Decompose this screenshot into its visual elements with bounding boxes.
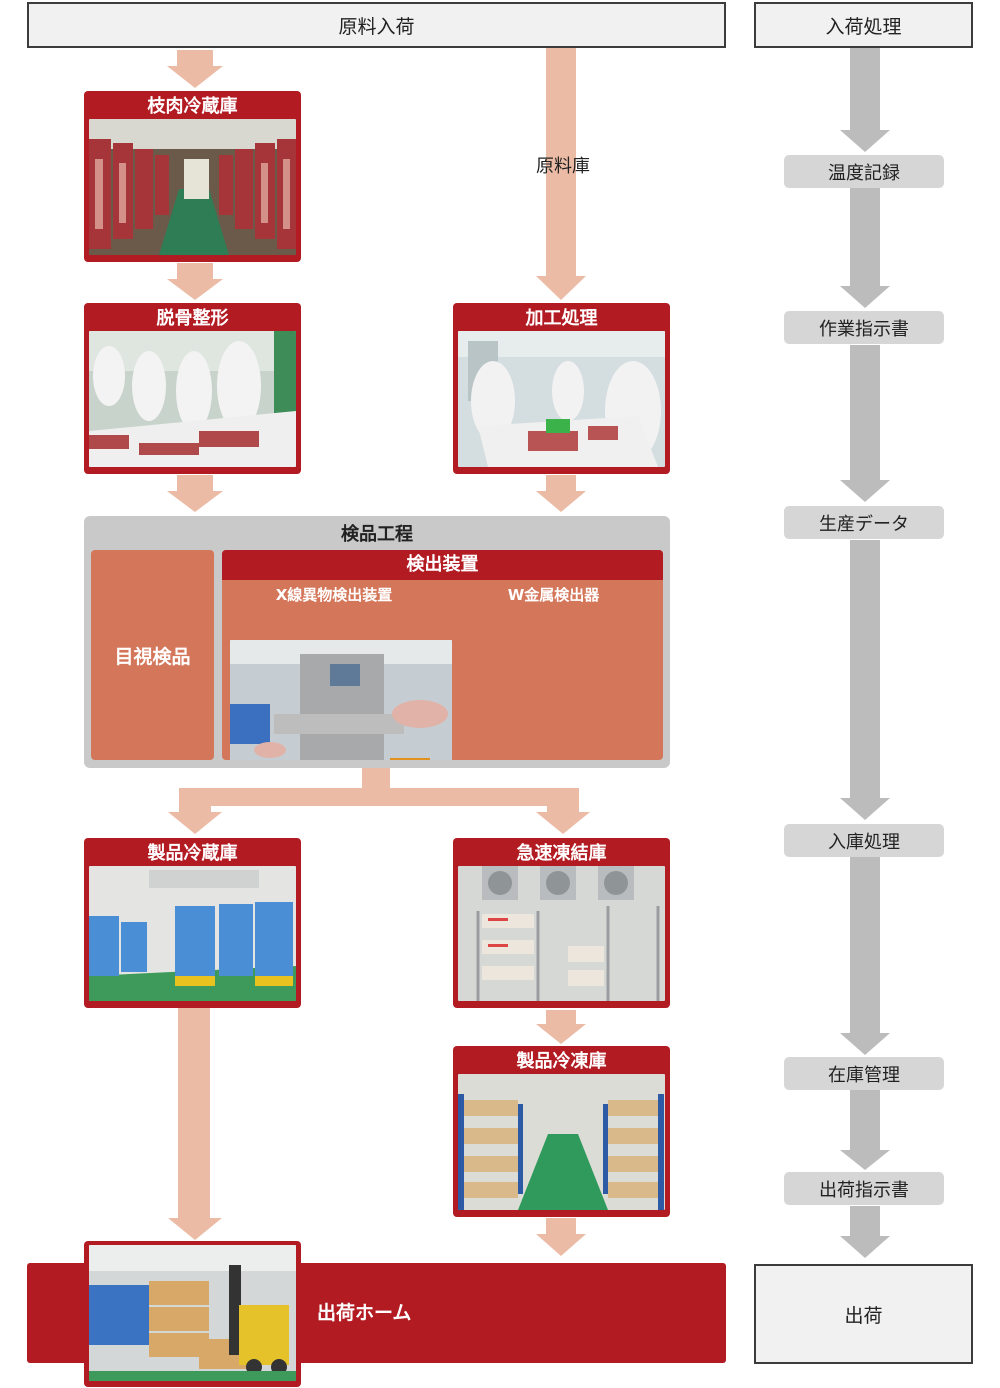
record-shipping-instruction: 出荷指示書 [784, 1172, 944, 1205]
record-inventory: 在庫管理 [784, 1057, 944, 1090]
raw-material-arrival-bar: 原料入荷 [27, 2, 726, 48]
product-freezer-title: 製品冷凍庫 [516, 1051, 607, 1072]
product-fridge-card: 製品冷蔵庫 [84, 838, 301, 1008]
record-work-instruction: 作業指示書 [784, 311, 944, 344]
carcass-fridge-card: 枝肉冷蔵庫 [84, 91, 301, 262]
metal-detector-label: W金属検出器 [507, 586, 600, 604]
inspection-title: 検品工程 [341, 524, 413, 545]
processing-card: 加工処理 [453, 303, 670, 474]
record-warehousing-label: 入庫処理 [828, 831, 900, 853]
quick-freezer-photo [458, 866, 665, 1001]
detector-box: 検出装置 X線異物検出装置 W金属検出器 [222, 550, 663, 760]
record-work-instruction-label: 作業指示書 [819, 318, 909, 340]
shipping-home-photo [89, 1245, 296, 1381]
deboning-card: 脱骨整形 [84, 303, 301, 474]
inspection-panel: 検品工程 目視検品 検出装置 X線異物検出装置 W金属検出器 [84, 516, 670, 768]
product-freezer-photo [458, 1074, 665, 1210]
xray-detector-label: X線異物検出装置 [275, 586, 393, 604]
arrival-processing-bar: 入荷処理 [754, 2, 973, 48]
xray-detector-photo [230, 640, 452, 760]
record-shipping-instruction-label: 出荷指示書 [819, 1179, 909, 1201]
carcass-fridge-title: 枝肉冷蔵庫 [147, 96, 238, 117]
product-fridge-title: 製品冷蔵庫 [147, 843, 238, 864]
processing-photo [458, 331, 665, 467]
raw-storage-label: 原料庫 [536, 156, 590, 177]
record-temperature-label: 温度記録 [828, 162, 900, 184]
record-temperature: 温度記録 [784, 155, 944, 188]
deboning-title: 脱骨整形 [156, 308, 229, 329]
product-freezer-card: 製品冷凍庫 [453, 1046, 670, 1217]
quick-freezer-title: 急速凍結庫 [516, 843, 607, 864]
processing-title: 加工処理 [525, 308, 598, 329]
visual-inspection-label: 目視検品 [114, 645, 191, 668]
shipping-final-label: 出荷 [844, 1304, 883, 1327]
arrival-processing-label: 入荷処理 [825, 15, 902, 38]
visual-inspection-box: 目視検品 [91, 550, 214, 760]
record-inventory-label: 在庫管理 [828, 1064, 900, 1086]
deboning-photo [89, 331, 296, 467]
record-production-data-label: 生産データ [819, 513, 909, 535]
shipping-home-label: 出荷ホーム [317, 1302, 412, 1324]
carcass-fridge-photo [89, 119, 296, 255]
product-fridge-photo [89, 866, 296, 1001]
record-warehousing: 入庫処理 [784, 824, 944, 857]
detector-title: 検出装置 [222, 550, 663, 580]
shipping-final-box: 出荷 [754, 1264, 973, 1364]
record-production-data: 生産データ [784, 506, 944, 539]
quick-freezer-card: 急速凍結庫 [453, 838, 670, 1008]
shipping-home-card [84, 1241, 301, 1387]
raw-material-arrival-label: 原料入荷 [338, 15, 415, 38]
